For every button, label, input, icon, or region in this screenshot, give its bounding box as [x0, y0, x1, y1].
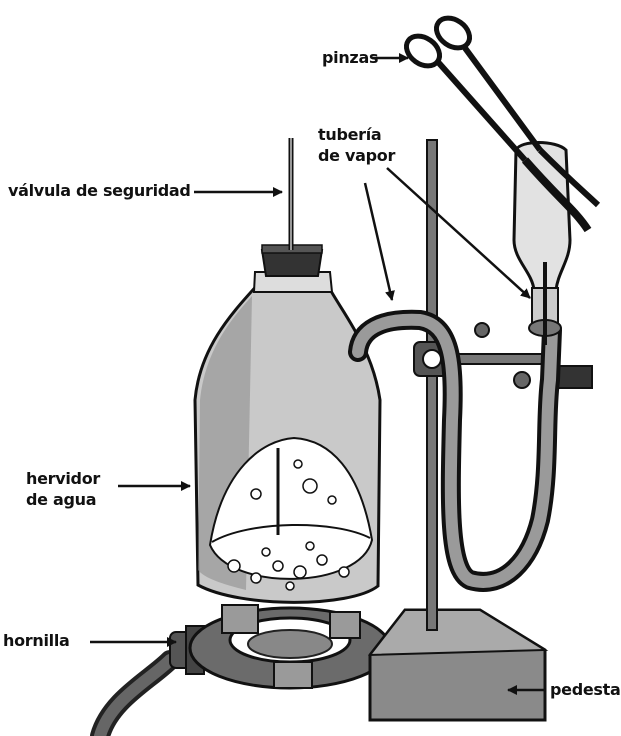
boiler-bottle — [195, 245, 380, 602]
arrow-tuberia-right — [387, 168, 530, 298]
burner — [100, 605, 390, 736]
arrow-tuberia-left — [365, 183, 392, 300]
